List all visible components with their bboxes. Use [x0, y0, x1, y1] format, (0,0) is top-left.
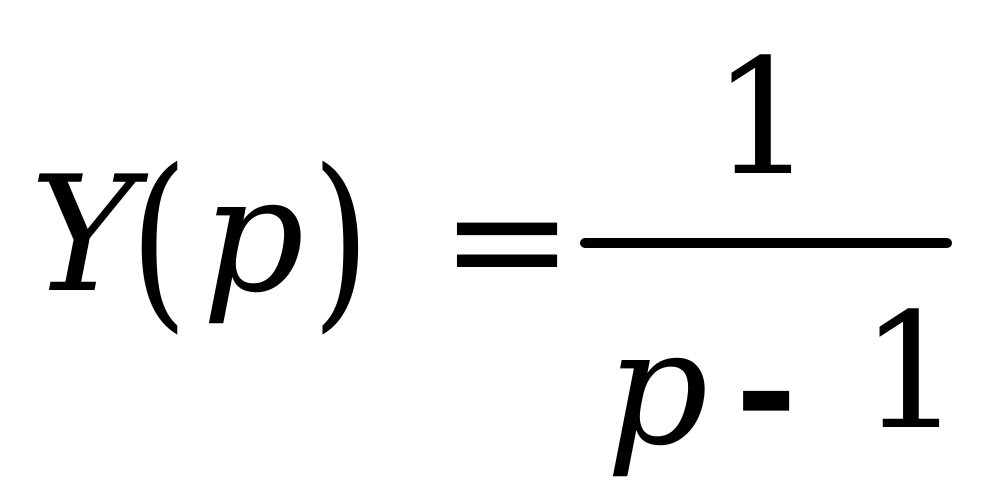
- denominator-operator: -: [735, 301, 798, 477]
- equals-sign: =: [440, 146, 575, 333]
- function-name: Y: [30, 141, 136, 328]
- fraction-numerator: 1: [712, 24, 814, 211]
- denominator-variable: p: [606, 294, 709, 481]
- function-variable: p: [202, 141, 305, 328]
- denominator-constant: 1: [860, 278, 962, 465]
- open-parenthesis: (: [130, 129, 188, 350]
- fraction-bar: [580, 238, 952, 248]
- close-parenthesis: ): [312, 129, 370, 350]
